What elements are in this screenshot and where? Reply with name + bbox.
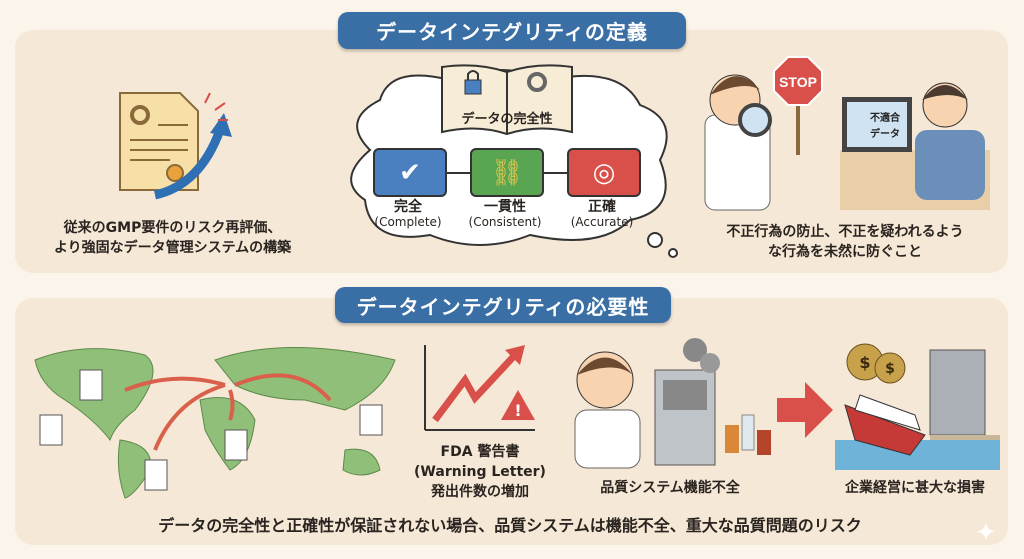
attribute-en: (Consistent): [468, 215, 542, 229]
complete-box: ✔: [373, 148, 447, 197]
right-caption: 不正行為の防止、不正を疑われるよう な行為を未然に防ぐこと: [690, 222, 1000, 262]
fda-line3: 発出件数の増加: [431, 484, 529, 500]
attribute-jp: 完全: [394, 199, 422, 215]
screen-text-2: データ: [870, 127, 900, 140]
check-icon: ✔: [399, 157, 421, 188]
attribute-jp: 一貫性: [484, 199, 526, 215]
target-icon: ◎: [592, 157, 616, 188]
broken-machine-illustration: [574, 338, 771, 469]
rising-warnings-chart-icon: !: [424, 345, 535, 431]
quality-caption: 品質システム機能不全: [600, 480, 740, 496]
book-icon: [441, 64, 573, 136]
screen-text-1: 不適合: [870, 111, 901, 124]
accurate-box: ◎: [567, 148, 641, 197]
sparkle-icon: ✦: [975, 518, 997, 548]
chain-link-icon: ⛓: [490, 157, 524, 188]
right-caption-line2: な行為を未然に防ぐこと: [768, 244, 922, 260]
inspector-illustration: STOP 不適合 データ: [704, 56, 990, 211]
red-arrow-icon: [777, 382, 833, 438]
right-caption-line1: 不正行為の防止、不正を疑われるよう: [726, 224, 964, 240]
sinking-ship-illustration: $ $: [835, 343, 1000, 470]
world-map: [34, 347, 396, 499]
fda-caption: FDA 警告書 (Warning Letter) 発出件数の増加: [405, 442, 555, 502]
stop-sign-text: STOP: [779, 74, 817, 90]
attribute-en: (Accurate): [570, 215, 634, 229]
definition-title: データインテグリティの定義: [338, 12, 686, 49]
bottom-summary: データの完全性と正確性が保証されない場合、品質システムは機能不全、重大な品質問題…: [158, 516, 862, 535]
fda-line1: FDA 警告書: [440, 444, 520, 460]
fda-line2: (Warning Letter): [414, 464, 546, 480]
svg-text:$: $: [885, 361, 895, 377]
attribute-en: (Complete): [374, 215, 442, 229]
svg-text:$: $: [859, 353, 870, 372]
book-label: データの完全性: [461, 112, 553, 127]
necessity-panel: [15, 298, 1008, 545]
left-caption-line1: 従来のGMP要件のリスク再評価、: [63, 220, 282, 236]
certificate-upgrade-icon: [119, 92, 232, 200]
damage-caption: 企業経営に甚大な損害: [845, 480, 985, 496]
consistent-box: ⛓: [470, 148, 544, 197]
attribute-consistent: 一貫性(Consistent): [460, 200, 550, 230]
left-caption: 従来のGMP要件のリスク再評価、 より強固なデータ管理システムの構築: [20, 218, 325, 258]
attribute-jp: 正確: [588, 199, 616, 215]
attribute-complete: 完全(Complete): [363, 200, 453, 230]
attribute-accurate: 正確(Accurate): [557, 200, 647, 230]
svg-text:!: !: [514, 401, 521, 420]
necessity-title: データインテグリティの必要性: [335, 287, 671, 323]
left-caption-line2: より強固なデータ管理システムの構築: [53, 240, 292, 256]
